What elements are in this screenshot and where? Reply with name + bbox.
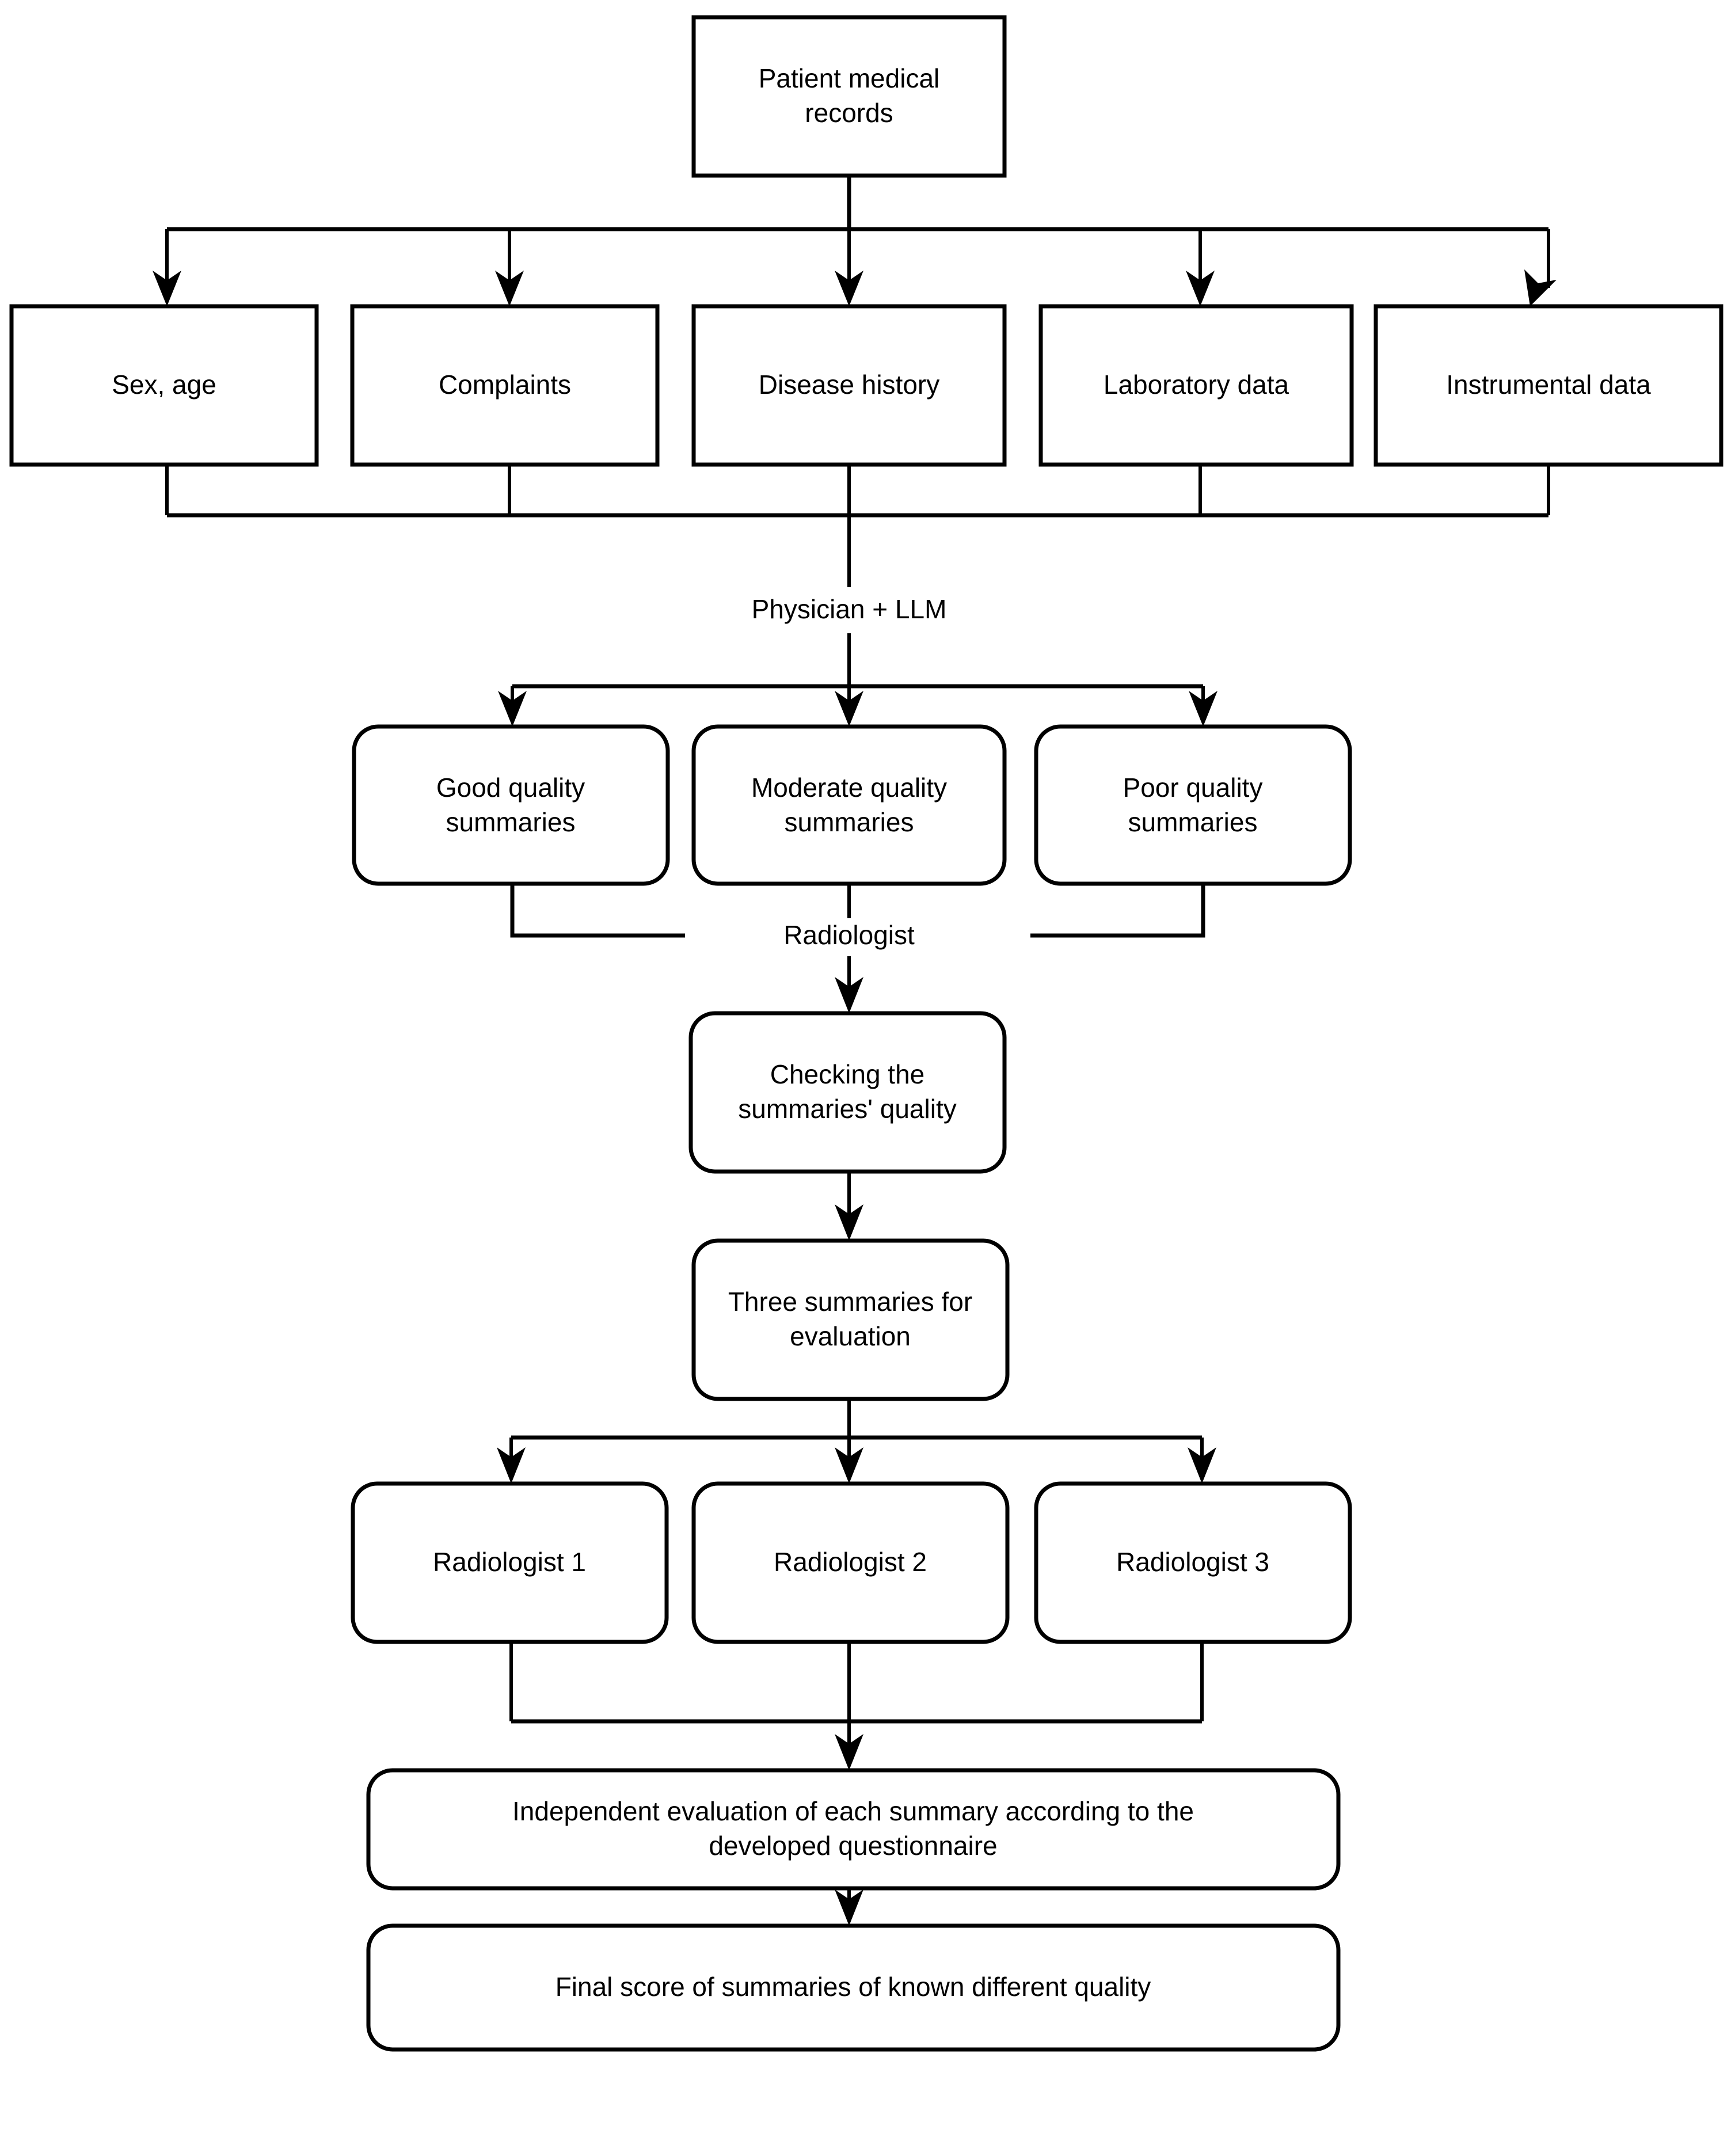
node-laboratory-data[interactable]: Laboratory data xyxy=(1038,304,1354,467)
node-label-disease-history: Disease history xyxy=(759,370,939,400)
node-label-checking-line2: summaries' quality xyxy=(738,1094,956,1124)
node-label-sex-age: Sex, age xyxy=(112,370,216,400)
node-label-instrumental-data: Instrumental data xyxy=(1446,370,1651,400)
node-instrumental-data[interactable]: Instrumental data xyxy=(1373,304,1723,467)
node-label-radiologist-3: Radiologist 3 xyxy=(1116,1547,1269,1577)
edge-checking-to-three-summaries xyxy=(835,1172,863,1241)
node-label-moderate-quality-line1: Moderate quality xyxy=(751,773,947,803)
edge-data-row-to-physician-llm xyxy=(165,465,1550,686)
node-label-patient-records-line1: Patient medical xyxy=(759,63,940,93)
node-label-good-quality-line1: Good quality xyxy=(436,773,585,803)
node-label-moderate-quality-line2: summaries xyxy=(785,807,914,837)
node-label-complaints: Complaints xyxy=(439,370,571,400)
node-final-score[interactable]: Final score of summaries of known differ… xyxy=(366,1923,1341,2052)
edge-evaluation-to-final-score xyxy=(835,1888,863,1926)
node-label-poor-quality-line2: summaries xyxy=(1128,807,1258,837)
node-radiologist-1[interactable]: Radiologist 1 xyxy=(351,1481,669,1644)
edge-label-physician-llm: Physician + LLM xyxy=(722,592,976,630)
edge-quality-to-checking xyxy=(510,884,1205,1013)
node-radiologist-3[interactable]: Radiologist 3 xyxy=(1034,1481,1352,1644)
node-label-independent-eval-line1: Independent evaluation of each summary a… xyxy=(512,1796,1194,1826)
edge-records-to-data-row xyxy=(153,176,1557,306)
node-radiologist-2[interactable]: Radiologist 2 xyxy=(691,1481,1010,1644)
node-label-checking-line1: Checking the xyxy=(770,1059,925,1089)
node-label-laboratory-data: Laboratory data xyxy=(1104,370,1289,400)
edge-label-physician-llm-text: Physician + LLM xyxy=(752,594,947,624)
node-label-final-score: Final score of summaries of known differ… xyxy=(555,1972,1151,2002)
edge-physician-to-quality-row xyxy=(498,684,1217,727)
node-label-radiologist-1: Radiologist 1 xyxy=(433,1547,586,1577)
node-moderate-quality-summaries[interactable]: Moderate quality summaries xyxy=(691,724,1007,886)
edge-label-radiologist: Radiologist xyxy=(760,918,938,956)
node-patient-medical-records[interactable]: Patient medical records xyxy=(691,15,1007,178)
node-disease-history[interactable]: Disease history xyxy=(691,304,1007,467)
node-label-three-summaries-line2: evaluation xyxy=(790,1321,911,1351)
node-label-patient-records-line2: records xyxy=(805,98,893,128)
edge-three-summaries-to-radiologists xyxy=(497,1399,1216,1484)
node-label-three-summaries-line1: Three summaries for xyxy=(728,1287,972,1317)
node-good-quality-summaries[interactable]: Good quality summaries xyxy=(352,724,670,886)
node-label-poor-quality-line1: Poor quality xyxy=(1123,773,1263,803)
node-complaints[interactable]: Complaints xyxy=(350,304,660,467)
node-label-good-quality-line2: summaries xyxy=(446,807,576,837)
node-poor-quality-summaries[interactable]: Poor quality summaries xyxy=(1034,724,1352,886)
node-checking-summaries-quality[interactable]: Checking the summaries' quality xyxy=(688,1011,1007,1174)
node-independent-evaluation[interactable]: Independent evaluation of each summary a… xyxy=(366,1768,1341,1891)
node-label-radiologist-2: Radiologist 2 xyxy=(774,1547,927,1577)
node-three-summaries-for-evaluation[interactable]: Three summaries for evaluation xyxy=(691,1238,1010,1401)
edge-radiologists-to-independent-evaluation xyxy=(509,1642,1204,1770)
node-label-independent-eval-line2: developed questionnaire xyxy=(709,1831,997,1861)
node-sex-age[interactable]: Sex, age xyxy=(9,304,319,467)
edge-label-radiologist-text: Radiologist xyxy=(783,920,915,950)
